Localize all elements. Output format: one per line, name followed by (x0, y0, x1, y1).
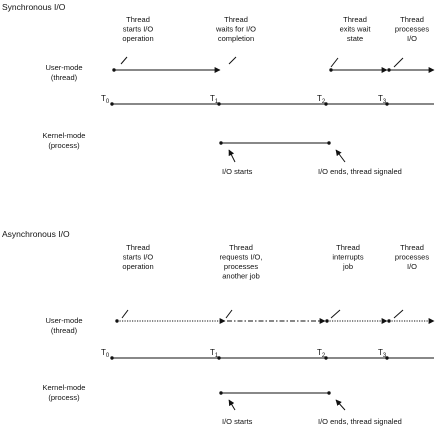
sync-annotation-pointer (330, 57, 339, 68)
async-time-point (110, 356, 114, 360)
async-annotation-4-line: Thread (400, 243, 424, 252)
async-annotation-3-line: Thread (336, 243, 360, 252)
sync-annotation-2-line: waits for I/O (215, 25, 256, 34)
sync-annotation-3-line: Thread (343, 15, 367, 24)
sync-annotation-1-line: Thread (126, 15, 150, 24)
async-time-label-2: T2 (317, 348, 326, 359)
sync-annotation-1-line: starts I/O (123, 25, 154, 34)
sync-annotation-pointer (228, 56, 237, 65)
async-user-timeline-point (115, 319, 119, 323)
async-time-point (217, 356, 221, 360)
sync-time-point (110, 102, 114, 106)
sync-annotation-4-line: Thread (400, 15, 424, 24)
sync-annotation-2-line: Thread (224, 15, 248, 24)
async-time-label-1: T1 (210, 348, 219, 359)
sync-user-timeline-point (112, 68, 116, 72)
sync-kernel-end-point (327, 141, 331, 145)
async-annotation-4-line: I/O (407, 262, 417, 271)
sync-user-mode-label: User-mode(thread) (45, 63, 82, 82)
async-time-point (385, 356, 389, 360)
sync-time-label-2: T2 (317, 94, 326, 105)
async-kernel-mode-label: Kernel-mode(process) (43, 383, 86, 402)
async-annotation-pointer (225, 309, 233, 319)
sync-time-label-0: T0 (101, 94, 110, 105)
async-annotation-pointer (393, 309, 404, 319)
sync-io-end-label: I/O ends, thread signaled (318, 167, 402, 176)
sync-time-point (385, 102, 389, 106)
sync-section-title: Synchronous I/O (2, 2, 66, 12)
async-kernel-mode-label-line: (process) (48, 393, 80, 402)
async-io-end-pointer (335, 399, 346, 411)
sync-annotation-4-line: processes (395, 25, 429, 34)
async-io-end-label: I/O ends, thread signaled (318, 417, 402, 426)
async-user-mode-label: User-mode(thread) (45, 316, 82, 335)
async-user-mode-label-line: (thread) (51, 326, 78, 335)
async-annotation-2-line: requests I/O, (220, 253, 263, 262)
sync-user-mode-label-line: (thread) (51, 73, 78, 82)
sync-io-end-pointer (335, 149, 346, 163)
async-annotation-3-line: interrupts (332, 253, 364, 262)
async-io-start-pointer (228, 399, 236, 411)
sync-annotation-1-line: operation (122, 34, 153, 43)
sync-io-start-label: I/O starts (222, 167, 253, 176)
sync-user-mode-label-line: User-mode (45, 63, 82, 72)
async-user-timeline-point (387, 319, 391, 323)
sync-kernel-start-point (219, 141, 223, 145)
async-annotation-4-line: processes (395, 253, 429, 262)
sync-annotation-2-line: completion (218, 34, 254, 43)
async-annotation-pointer (330, 309, 341, 319)
sync-annotation-3-line: state (347, 34, 363, 43)
sync-time-point (324, 102, 328, 106)
async-annotation-2-line: Thread (229, 243, 253, 252)
async-kernel-mode-label-line: Kernel-mode (43, 383, 86, 392)
async-time-point (324, 356, 328, 360)
async-annotation-1-line: operation (122, 262, 153, 271)
async-annotation-2-line: another job (222, 272, 260, 281)
async-annotation-pointer (121, 309, 129, 319)
sync-kernel-mode-label: Kernel-mode(process) (43, 131, 86, 150)
async-user-timeline-point (325, 319, 329, 323)
sync-time-label-1: T1 (210, 94, 219, 105)
sync-annotation-3-line: exits wait (340, 25, 372, 34)
sync-annotation-4-line: I/O (407, 34, 417, 43)
sync-time-point (217, 102, 221, 106)
sync-kernel-mode-label-line: (process) (48, 141, 80, 150)
async-io-start-label: I/O starts (222, 417, 253, 426)
async-section-title: Asynchronous I/O (2, 229, 70, 239)
sync-io-start-pointer (228, 149, 236, 163)
sync-kernel-mode-label-line: Kernel-mode (43, 131, 86, 140)
async-kernel-end-point (327, 391, 331, 395)
async-annotation-1-line: starts I/O (123, 253, 154, 262)
async-time-label-0: T0 (101, 348, 110, 359)
async-time-label-3: T3 (378, 348, 387, 359)
async-annotation-2-line: processes (224, 262, 258, 271)
sync-user-timeline-point (387, 68, 391, 72)
async-annotation-1-line: Thread (126, 243, 150, 252)
sync-annotation-pointer (120, 56, 128, 65)
sync-user-timeline-point (329, 68, 333, 72)
async-annotation-3-line: job (342, 262, 353, 271)
sync-time-label-3: T3 (378, 94, 387, 105)
async-kernel-start-point (219, 391, 223, 395)
async-user-mode-label-line: User-mode (45, 316, 82, 325)
sync-annotation-pointer (393, 57, 404, 68)
